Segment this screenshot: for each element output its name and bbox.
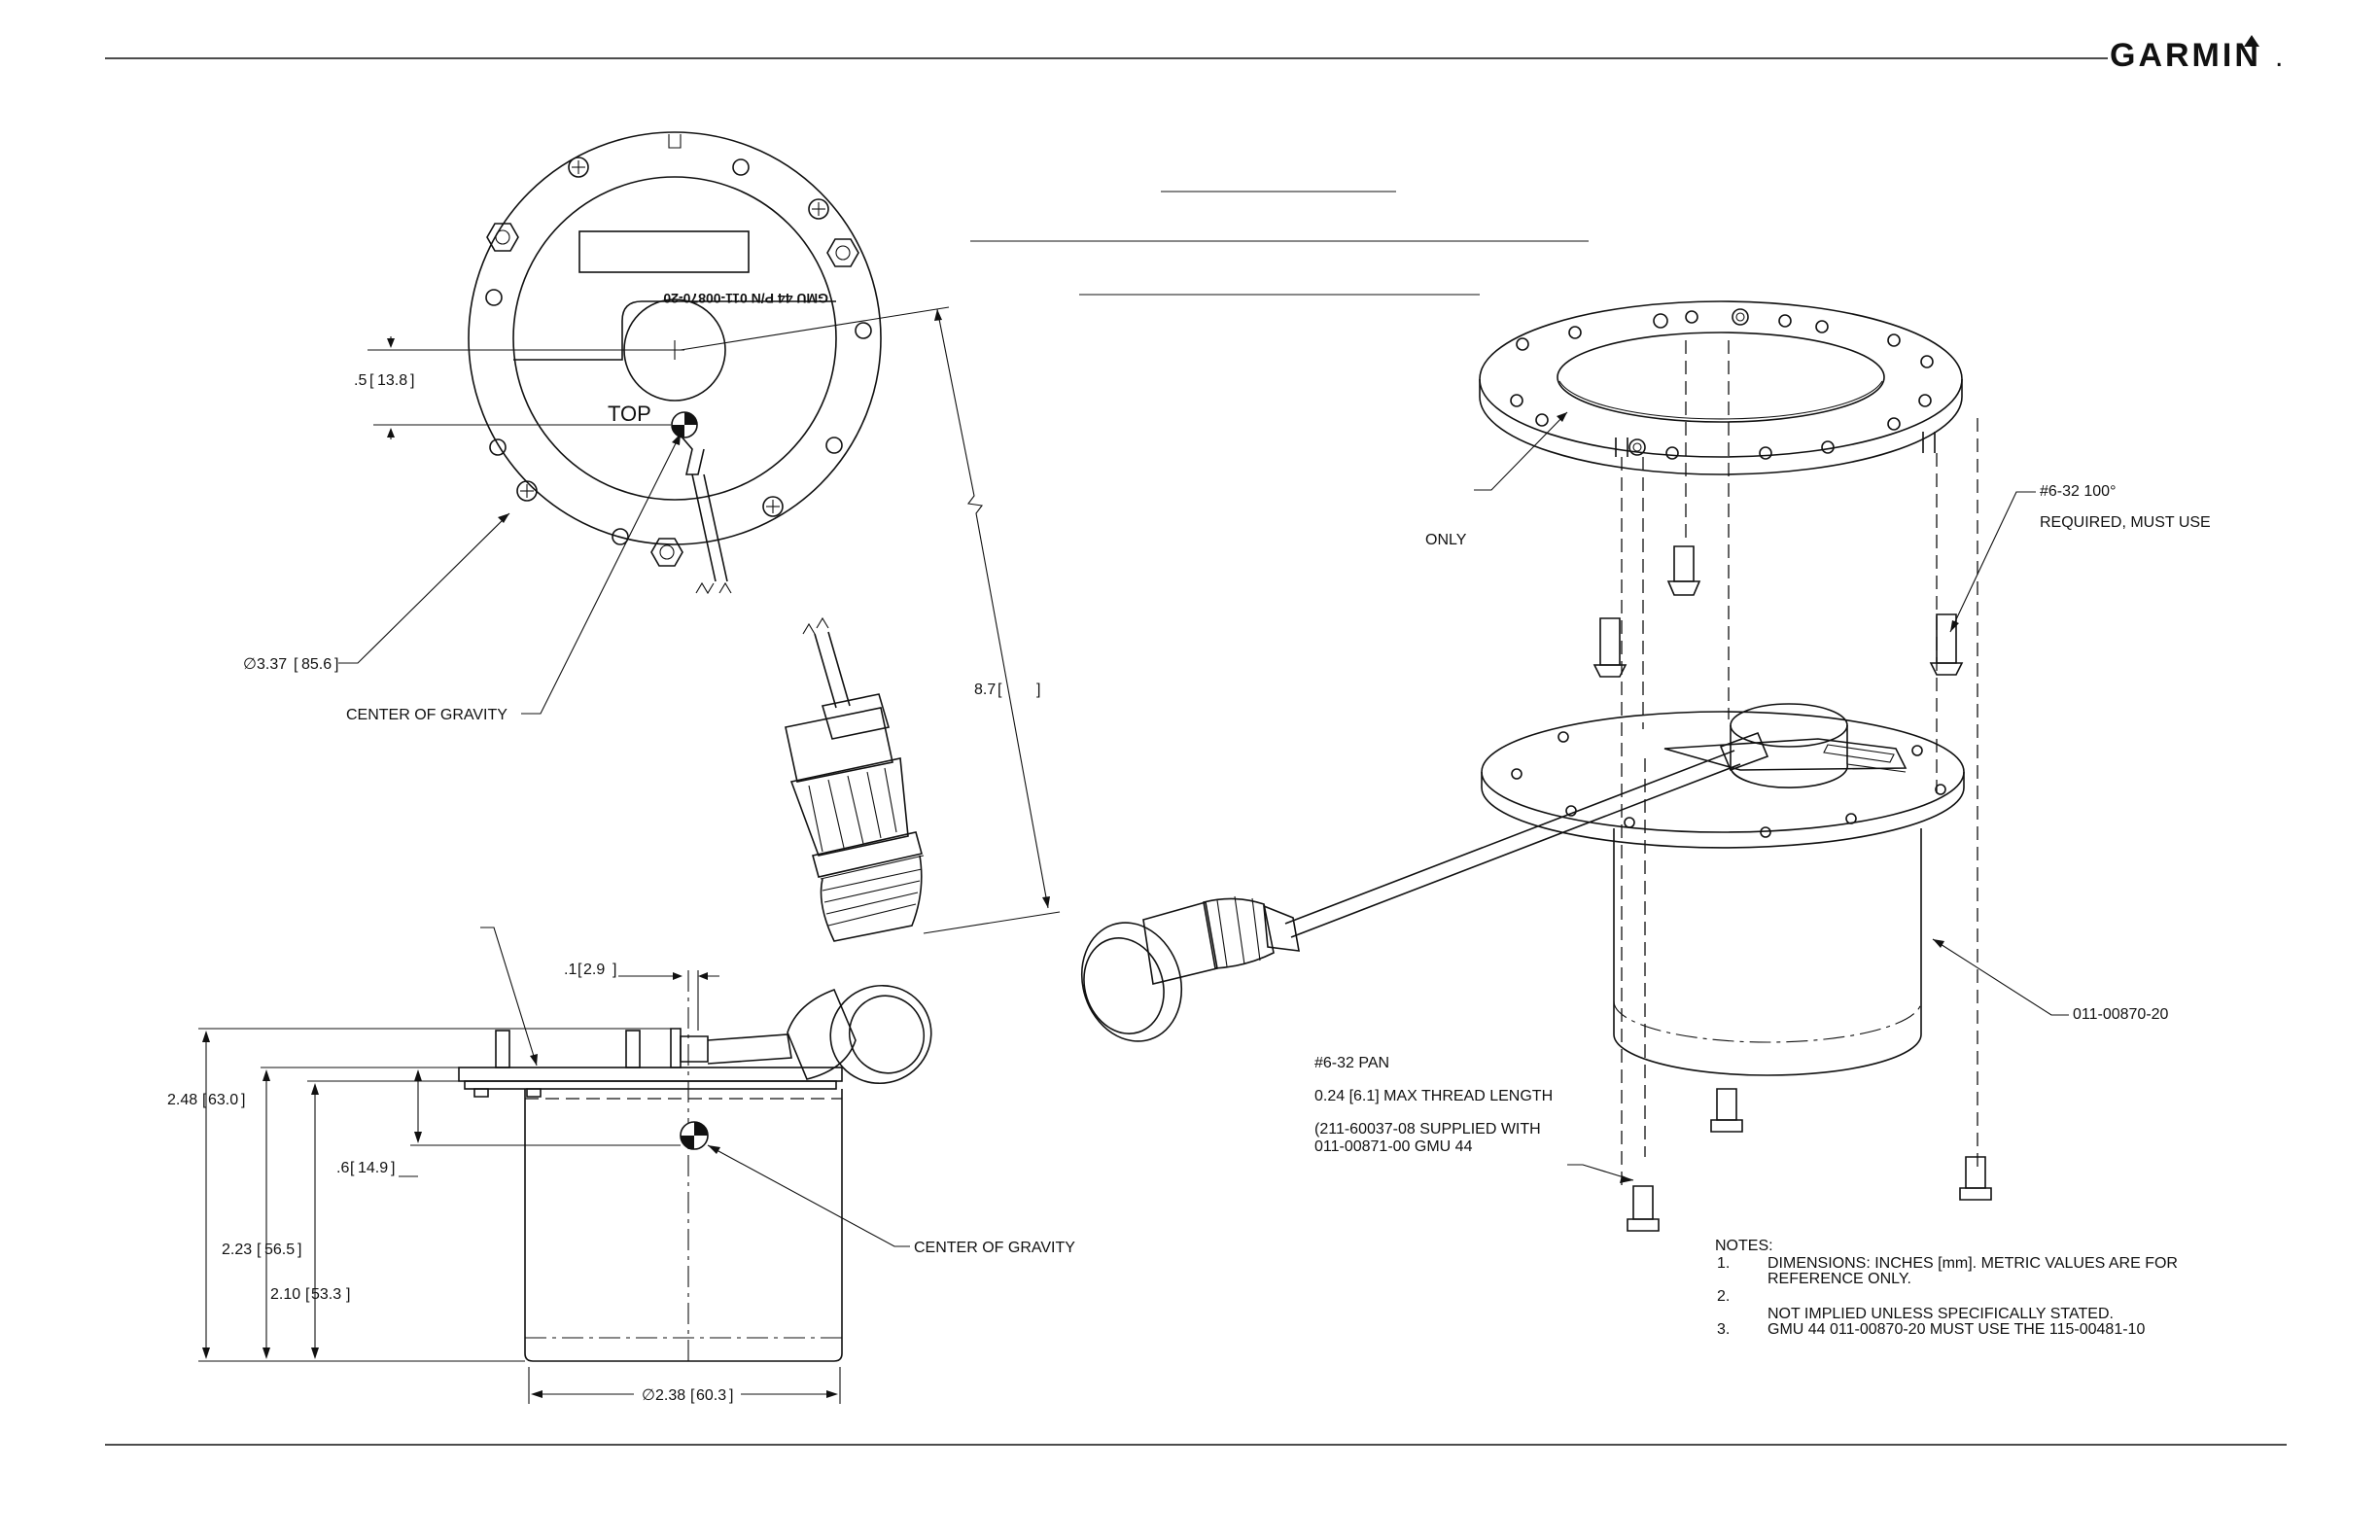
dim-length-in: 8.7 <box>974 682 996 698</box>
svg-text:[: [ <box>257 1242 262 1258</box>
svg-text:[: [ <box>578 962 582 978</box>
cg-symbol-front <box>671 411 698 438</box>
screw-pan-thread: 0.24 [6.1] MAX THREAD LENGTH <box>1314 1088 1553 1104</box>
svg-text:[: [ <box>690 1387 695 1404</box>
svg-text:[: [ <box>294 656 298 673</box>
svg-text:]: ] <box>346 1286 350 1303</box>
dim-body-mm: 56.5 <box>264 1242 295 1258</box>
dim-offset-in: .5 <box>354 372 367 389</box>
isometric-view: ONLY #6-32 100° REQUIRED, MUST USE <box>1080 300 2211 1232</box>
cg-label-front: CENTER OF GRAVITY <box>346 707 508 723</box>
svg-text:]: ] <box>241 1092 245 1108</box>
svg-text:]: ] <box>1036 682 1040 698</box>
svg-text:[: [ <box>369 372 374 389</box>
screw-pan-supplied: (211-60037-08 SUPPLIED WITH <box>1314 1121 1541 1138</box>
cg-symbol-side <box>680 1121 709 1150</box>
svg-text:]: ] <box>729 1387 733 1404</box>
front-view: GMU 44 P/N 011-00870-20 TOP <box>243 131 882 723</box>
iso-connector <box>1080 895 1300 1042</box>
screw-pan-spec: #6-32 PAN <box>1314 1055 1389 1071</box>
note-1-line2: REFERENCE ONLY. <box>1768 1271 1911 1287</box>
cable-connector <box>785 616 925 942</box>
mounting-ring <box>1479 300 1963 475</box>
dim-can-dia-mm: 60.3 <box>696 1387 726 1404</box>
part-label: GMU 44 P/N 011-00870-20 <box>663 291 828 306</box>
note-2-line2: NOT IMPLIED UNLESS SPECIFICALLY STATED. <box>1768 1306 2114 1322</box>
note-1-num: 1. <box>1717 1255 1730 1272</box>
cable-length-dim: 8.7 [ ] <box>680 306 1061 934</box>
flange-screws <box>516 157 829 517</box>
unit-can <box>1613 828 1922 1076</box>
unit-flange <box>1481 711 1965 849</box>
flange-hex-nuts <box>486 223 859 567</box>
dim-can-mm: 53.3 <box>311 1286 341 1303</box>
dim-diameter-symbol: ∅ <box>243 656 257 673</box>
unit-boss <box>1730 703 1849 788</box>
side-can <box>524 1089 843 1362</box>
dim-body-in: 2.23 <box>222 1242 252 1258</box>
garmin-logo: GARMIN . <box>2110 35 2283 74</box>
screw-top-spec: #6-32 100° <box>2040 483 2116 500</box>
svg-text:[: [ <box>350 1160 355 1176</box>
side-view: CENTER OF GRAVITY .1 [ 2.9 ] 2.48 [ 63.0… <box>167 927 1075 1404</box>
dim-diameter-mm: 85.6 <box>301 656 332 673</box>
dim-height-mm: 63.0 <box>208 1092 238 1108</box>
notes: NOTES: 1. DIMENSIONS: INCHES [mm]. METRI… <box>1715 1238 2178 1338</box>
svg-text:[: [ <box>998 682 1002 698</box>
ring-only-label: ONLY <box>1425 532 1467 548</box>
flange-holes <box>485 158 872 545</box>
dim-a-in: .1 <box>564 962 577 978</box>
brand-triangle-icon <box>2244 35 2259 47</box>
dim-offset-mm: 13.8 <box>377 372 407 389</box>
flathead-screws <box>1592 545 1964 678</box>
dim-can-in: 2.10 <box>270 1286 300 1303</box>
svg-text:]: ] <box>391 1160 395 1176</box>
screw-pan-unit: 011-00871-00 GMU 44 <box>1314 1138 1473 1155</box>
note-3-num: 3. <box>1717 1321 1730 1338</box>
note-1-line1: DIMENSIONS: INCHES [mm]. METRIC VALUES A… <box>1768 1255 2178 1272</box>
label-window <box>578 230 750 273</box>
note-2-num: 2. <box>1717 1288 1730 1305</box>
dim-cg-mm: 14.9 <box>358 1160 388 1176</box>
cg-label-side: CENTER OF GRAVITY <box>914 1240 1075 1256</box>
dim-cg-in: .6 <box>336 1160 349 1176</box>
svg-text:]: ] <box>298 1242 301 1258</box>
svg-text:[: [ <box>305 1286 310 1303</box>
unit-part-number: 011-00870-20 <box>2073 1006 2169 1023</box>
svg-text:]: ] <box>334 656 338 673</box>
svg-text:]: ] <box>612 962 616 978</box>
note-3-line1: GMU 44 011-00870-20 MUST USE THE 115-004… <box>1768 1321 2145 1338</box>
notes-title: NOTES: <box>1715 1238 1773 1254</box>
panhead-screws <box>1627 1088 1992 1232</box>
dim-can-dia-symbol: ∅ <box>642 1387 655 1404</box>
dim-a-mm: 2.9 <box>583 962 605 978</box>
flange-inner <box>512 176 837 501</box>
brand-name: GARMIN <box>2110 37 2261 74</box>
brand-suffix: . <box>2275 41 2283 73</box>
dim-diameter-in: 3.37 <box>257 656 287 673</box>
dim-can-dia-in: 2.38 <box>655 1387 685 1404</box>
screw-top-note: REQUIRED, MUST USE <box>2040 514 2211 531</box>
side-flange <box>458 1067 843 1082</box>
flange-outer <box>468 131 882 545</box>
dim-height-in: 2.48 <box>167 1092 197 1108</box>
top-label: TOP <box>608 402 651 426</box>
part-plate <box>513 300 836 361</box>
svg-text:]: ] <box>410 372 414 389</box>
svg-text:[: [ <box>202 1092 207 1108</box>
